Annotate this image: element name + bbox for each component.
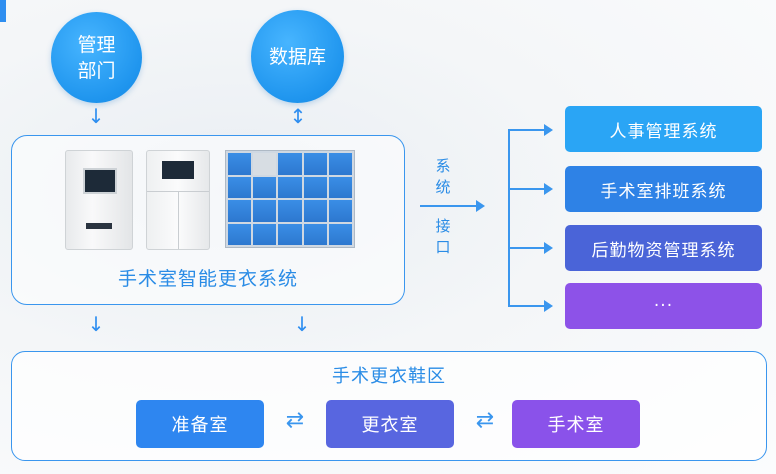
management-dept-node: 管理 部门 <box>51 12 142 103</box>
dispenser-cabinet-image <box>65 150 133 250</box>
database-node: 数据库 <box>251 10 344 103</box>
interface-label-4: 口 <box>435 238 451 256</box>
or-scheduling-system: 手术室排班系统 <box>565 166 762 212</box>
logistics-system: 后勤物资管理系统 <box>565 225 762 271</box>
corner-accent <box>0 0 6 22</box>
branch-line-4 <box>508 305 545 307</box>
branch-arrowhead-2 <box>544 183 553 195</box>
more-systems: ··· <box>565 283 762 329</box>
swap-arrow-2: ⇄ <box>475 408 495 433</box>
branch-trunk <box>508 129 510 306</box>
changing-room: 更衣室 <box>326 400 454 448</box>
recycle-cabinet-image <box>146 150 210 250</box>
interface-label-1: 系 <box>435 157 451 175</box>
interface-connector <box>420 205 480 207</box>
down-arrow-left: ↓ <box>87 312 105 336</box>
smart-changing-system-box: 手术室智能更衣系统 <box>11 135 405 305</box>
zone-title: 手术更衣鞋区 <box>332 366 446 387</box>
database-label: 数据库 <box>268 45 326 68</box>
branch-line-1 <box>508 129 545 131</box>
prep-room: 准备室 <box>136 400 264 448</box>
management-label-line2: 部门 <box>77 59 116 82</box>
down-arrow-right: ↓ <box>293 312 311 336</box>
interface-label-3: 接 <box>435 217 451 235</box>
hr-system: 人事管理系统 <box>565 106 762 152</box>
branch-arrowhead-3 <box>544 242 553 254</box>
interface-label-2: 统 <box>435 178 451 196</box>
branch-line-2 <box>508 188 545 190</box>
branch-arrowhead-1 <box>544 124 553 136</box>
updown-arrow-database: ↕ <box>289 104 307 128</box>
locker-bank-image <box>225 150 355 248</box>
system-title: 手术室智能更衣系统 <box>117 268 298 290</box>
branch-arrowhead-4 <box>544 300 553 312</box>
branch-line-3 <box>508 247 545 249</box>
management-label-line1: 管理 <box>77 33 116 56</box>
down-arrow-management: ↓ <box>87 104 105 128</box>
interface-arrowhead <box>476 200 485 212</box>
swap-arrow-1: ⇄ <box>285 408 305 433</box>
operating-room: 手术室 <box>512 400 640 448</box>
changing-shoe-zone: 手术更衣鞋区 准备室 ⇄ 更衣室 ⇄ 手术室 <box>11 351 767 461</box>
